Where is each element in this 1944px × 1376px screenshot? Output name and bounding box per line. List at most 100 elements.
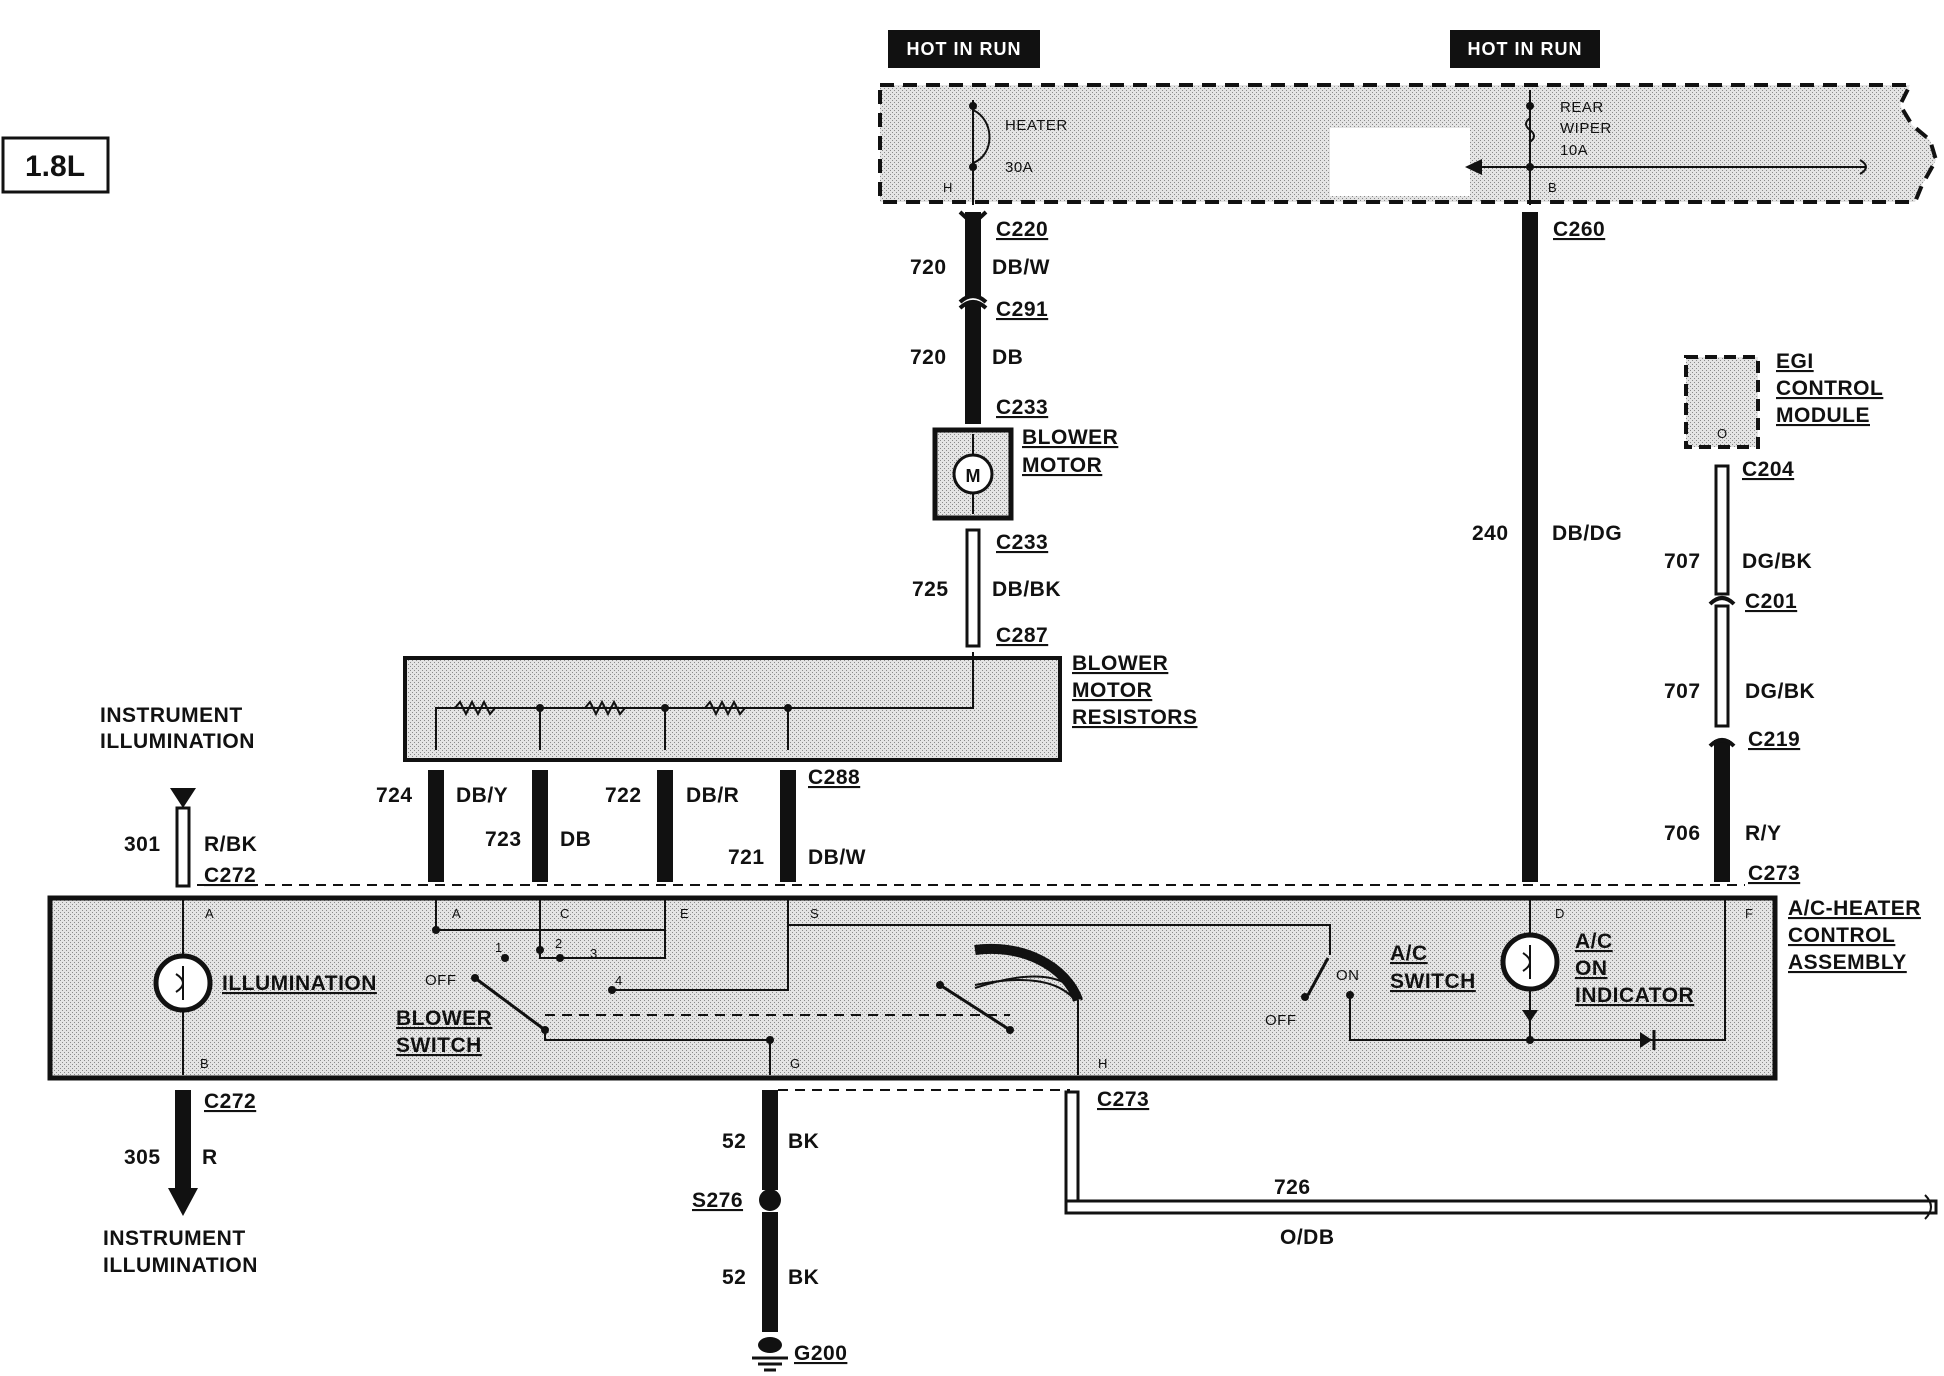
egi-control-module: O [1684, 355, 1760, 449]
svg-text:HOT IN RUN: HOT IN RUN [1468, 39, 1583, 59]
wire-706 [1714, 740, 1730, 882]
w301-circuit: 301 [124, 833, 161, 856]
instrument-illum-bottom-2: ILLUMINATION [103, 1254, 258, 1277]
assembly-label-2: CONTROL [1788, 924, 1895, 947]
connector-c272-top: C272 [204, 864, 256, 887]
fuse-heater-pin: H [943, 180, 952, 195]
assembly-label-1: A/C-HEATER [1788, 897, 1921, 920]
w301-color: R/BK [204, 833, 257, 856]
wire-722 [657, 770, 673, 882]
connector-c204: C204 [1742, 458, 1794, 481]
svg-text:M: M [966, 466, 981, 486]
w722-color: DB/R [686, 784, 739, 807]
connector-c288: C288 [808, 766, 860, 789]
w240-color: DB/DG [1552, 522, 1622, 545]
pin-e: E [680, 906, 689, 921]
splice-s276-label: S276 [692, 1189, 743, 1212]
ac-indicator-label-1: A/C [1575, 930, 1613, 953]
hot-in-run-left: HOT IN RUN [888, 30, 1040, 68]
fuse-panel [878, 83, 1939, 205]
wire-52-upper [762, 1090, 778, 1190]
w240-circuit: 240 [1472, 522, 1509, 545]
ac-indicator-label-3: INDICATOR [1575, 984, 1694, 1007]
w723-circuit: 723 [485, 828, 522, 851]
wire-720-lower [965, 304, 981, 424]
w722-circuit: 722 [605, 784, 642, 807]
blower-motor-label-1: BLOWER [1022, 426, 1118, 449]
blower-pos-1: 1 [495, 940, 502, 955]
fuse-wiper-name-2: WIPER [1560, 120, 1612, 137]
wire-720-upper [965, 212, 981, 298]
connector-c220-mark [958, 210, 988, 227]
pin-a-illum: A [205, 906, 214, 921]
blower-pos-4: 4 [615, 973, 622, 988]
wire-707-upper [1714, 464, 1730, 596]
w52a-circuit: 52 [722, 1130, 746, 1153]
ac-switch-off: OFF [1265, 1012, 1297, 1029]
connector-c201: C201 [1745, 590, 1797, 613]
w52b-circuit: 52 [722, 1266, 746, 1289]
connector-c260: C260 [1553, 218, 1605, 241]
blower-pos-2: 2 [555, 936, 562, 951]
egi-label-2: CONTROL [1776, 377, 1883, 400]
instrument-illumination-top-arrow [170, 788, 196, 888]
blower-motor: M [932, 427, 1014, 521]
resistors-label-1: BLOWER [1072, 652, 1168, 675]
instrument-illum-top-1: INSTRUMENT [100, 704, 243, 727]
w724-color: DB/Y [456, 784, 508, 807]
pin-a: A [452, 906, 461, 921]
blower-pos-3: 3 [590, 946, 597, 961]
assembly-label-3: ASSEMBLY [1788, 951, 1907, 974]
w305-color: R [202, 1146, 218, 1169]
ac-switch-label-1: A/C [1390, 942, 1428, 965]
w305-circuit: 305 [124, 1146, 161, 1169]
fuse-wiper-name-1: REAR [1560, 99, 1604, 116]
fuse-heater-name: HEATER [1005, 117, 1068, 134]
pin-h: H [1098, 1056, 1107, 1071]
ground-g200-label: G200 [794, 1342, 847, 1365]
w725-color: DB/BK [992, 578, 1061, 601]
connector-c291-mark [958, 294, 988, 310]
blower-switch-off: OFF [425, 972, 457, 989]
wire-305 [168, 1090, 198, 1216]
svg-text:HOT IN RUN: HOT IN RUN [907, 39, 1022, 59]
egi-label-3: MODULE [1776, 404, 1870, 427]
svg-text:O: O [1717, 426, 1727, 441]
resistors-label-2: MOTOR [1072, 679, 1152, 702]
ac-heater-control-assembly [47, 895, 1778, 1081]
resistors-label-3: RESISTORS [1072, 706, 1197, 729]
w707a-color: DG/BK [1742, 550, 1812, 573]
svg-text:1.8L: 1.8L [25, 150, 85, 183]
w724-circuit: 724 [376, 784, 413, 807]
pin-c: C [560, 906, 569, 921]
connector-c219: C219 [1748, 728, 1800, 751]
wire-240 [1522, 212, 1538, 882]
wire-725 [965, 528, 981, 648]
w726-circuit: 726 [1274, 1176, 1311, 1199]
splice-s276 [759, 1189, 781, 1211]
blower-switch-label-1: BLOWER [396, 1007, 492, 1030]
wire-707-lower [1714, 604, 1730, 728]
fuse-wiper-rating: 10A [1560, 142, 1588, 159]
w723-color: DB [560, 828, 591, 851]
connector-c272-bottom: C272 [204, 1090, 256, 1113]
connector-c291: C291 [996, 298, 1048, 321]
ac-switch-on: ON [1336, 967, 1360, 984]
connector-c219-mark [1708, 738, 1736, 748]
blower-switch-label-2: SWITCH [396, 1034, 482, 1057]
w720b-color: DB [992, 346, 1023, 369]
blower-motor-label-2: MOTOR [1022, 454, 1102, 477]
w720a-color: DB/W [992, 256, 1050, 279]
fuse-heater-rating: 30A [1005, 159, 1033, 176]
egi-label-1: EGI [1776, 350, 1814, 373]
engine-badge: 1.8L [1, 136, 110, 194]
connector-c233-bottom: C233 [996, 531, 1048, 554]
wire-52-lower [762, 1212, 778, 1332]
wire-721 [780, 770, 796, 882]
pin-s: S [810, 906, 819, 921]
wire-724 [428, 770, 444, 882]
connector-c273-bottom: C273 [1097, 1088, 1149, 1111]
w52b-color: BK [788, 1266, 819, 1289]
pin-f: F [1745, 906, 1753, 921]
connector-c220: C220 [996, 218, 1048, 241]
